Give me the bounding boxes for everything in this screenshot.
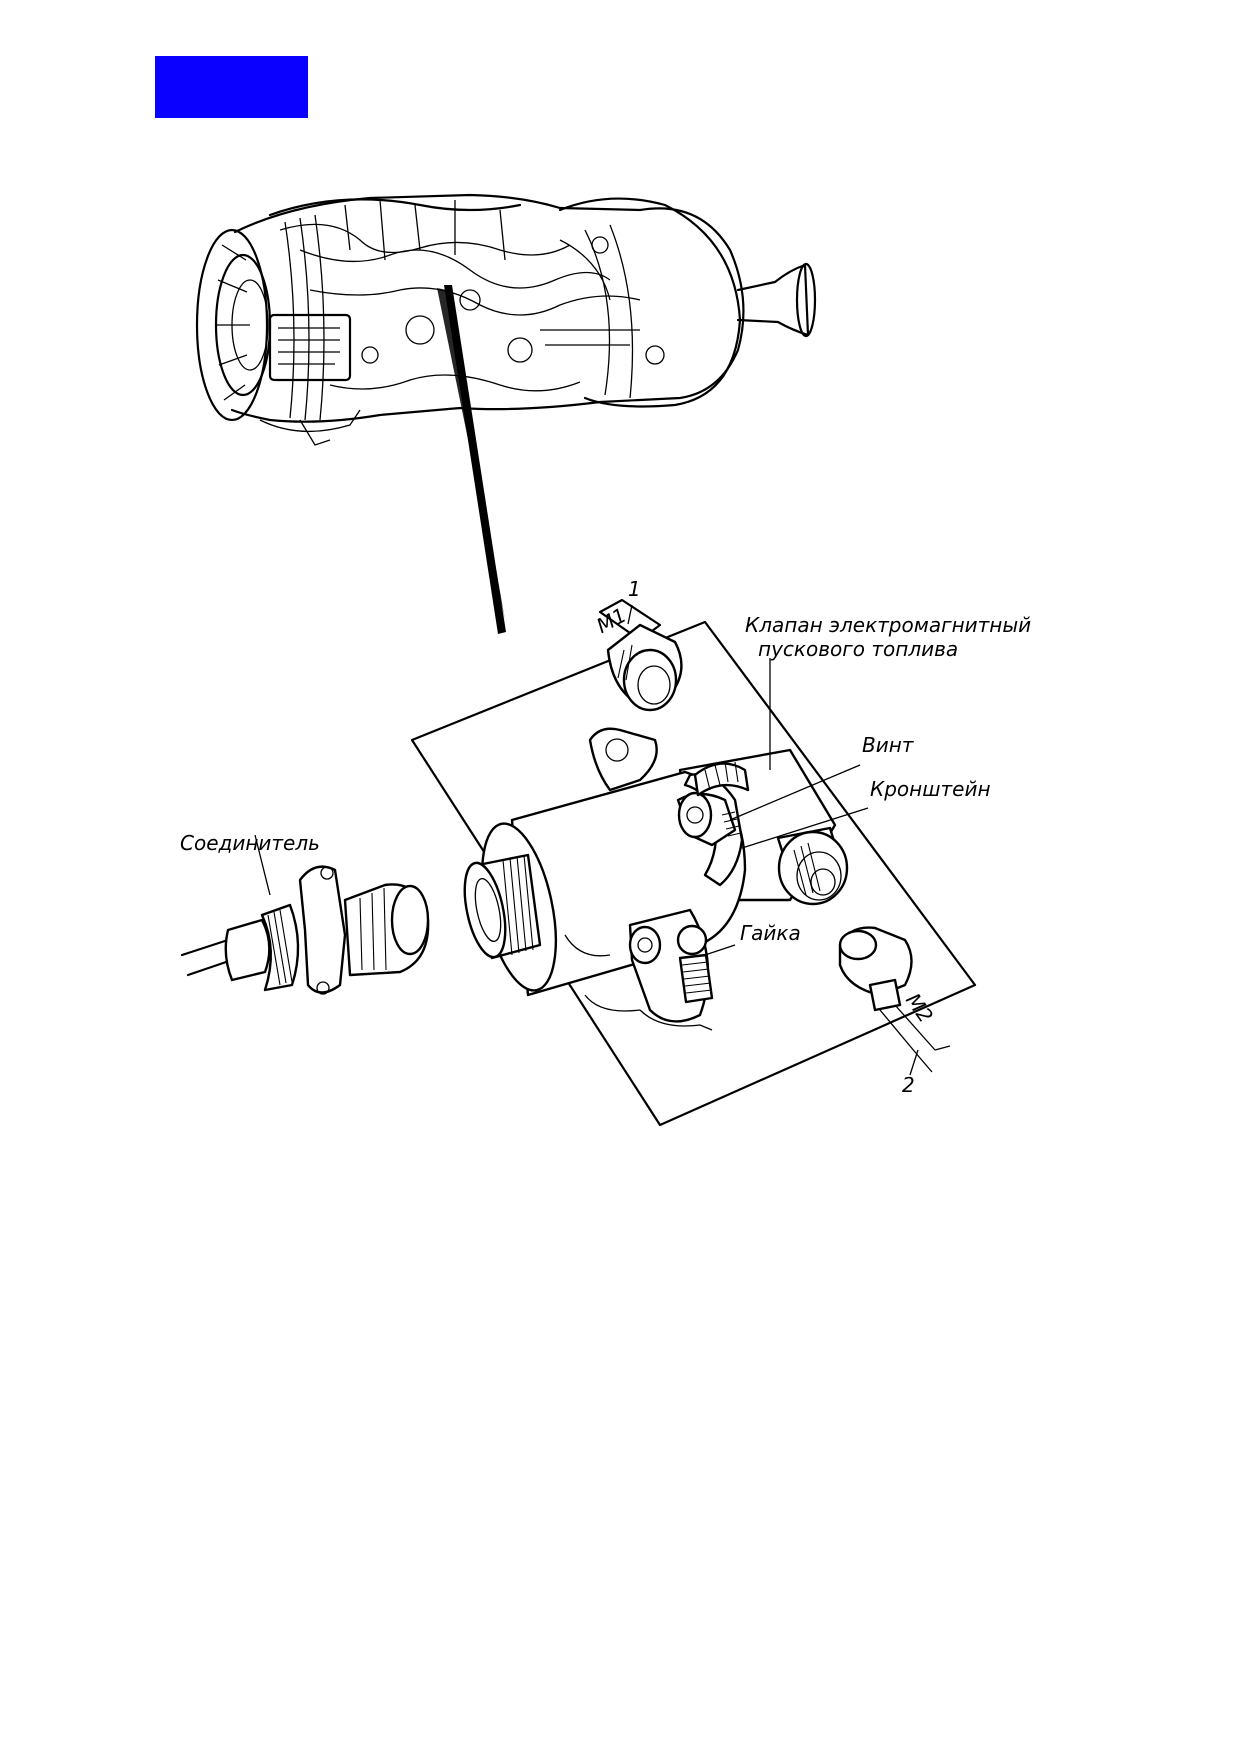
leader-arrow [437,285,506,634]
nut-label: Гайка [740,921,801,945]
marking-m2: М2 [901,989,938,1027]
part-number-2: 2 [902,1073,915,1097]
connector-plug [180,865,430,995]
engine-illustration [195,193,817,446]
pipe-fitting-2 [838,926,951,1073]
mounting-plate [410,620,977,1127]
leader-lines [254,604,919,1076]
bracket-label: Кронштейн [870,777,991,801]
connector-label: Соединитель [180,831,320,855]
pipe-fitting-1 [598,598,683,712]
valve-label-line2: пускового топлива [758,637,958,661]
solenoid-valve [463,727,849,1031]
blue-header-badge [155,56,308,118]
valve-label-line1: Клапан электромагнитный [745,613,1031,637]
marking-m1: М1 [592,603,630,638]
part-number-1: 1 [628,577,641,601]
screw-label: Винт [862,733,915,757]
